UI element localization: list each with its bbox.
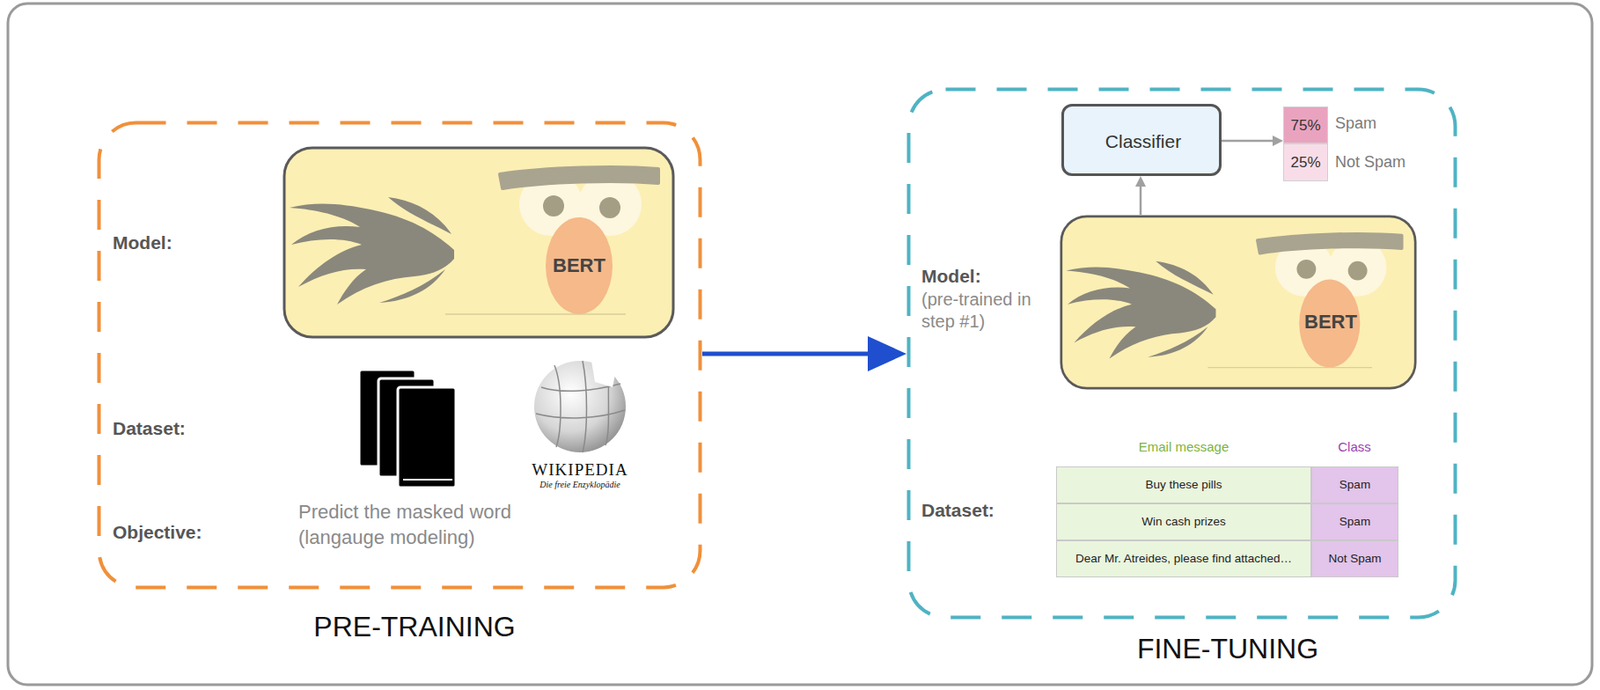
class-name: Not Spam bbox=[1335, 153, 1406, 172]
wikipedia-globe bbox=[534, 360, 626, 453]
box-label: Classifier bbox=[1064, 131, 1223, 153]
logo-tagline: Die freie Enzyklopädie bbox=[509, 479, 651, 490]
table-cell: Spam bbox=[1311, 466, 1399, 504]
objective-text: Predict the masked word (langauge modeli… bbox=[298, 499, 580, 551]
bert-character bbox=[1059, 214, 1417, 390]
table-header: Class bbox=[1311, 439, 1399, 455]
bert-model: BERT bbox=[282, 146, 676, 339]
model-name: BERT bbox=[526, 254, 632, 278]
connector-line bbox=[702, 352, 876, 357]
arrowhead bbox=[867, 336, 907, 372]
bert-model: BERT bbox=[1059, 214, 1417, 390]
connector-line bbox=[1139, 184, 1143, 215]
stage-title: PRE-TRAINING bbox=[238, 610, 591, 644]
arrowhead bbox=[1272, 135, 1284, 147]
row-label: Dataset: bbox=[921, 499, 995, 522]
connector-arrow bbox=[1221, 135, 1284, 147]
row-label: Objective: bbox=[112, 521, 203, 544]
probability-cell: 75% bbox=[1283, 106, 1329, 144]
probability-cell: 25% bbox=[1283, 143, 1329, 182]
table-cell: Win cash prizes bbox=[1056, 503, 1312, 541]
pretraining-region: Model: Dataset: Objective: Predict the mask… bbox=[96, 120, 703, 590]
outer-frame bbox=[7, 3, 1593, 685]
class-name: Spam bbox=[1335, 114, 1377, 133]
classifier-box: Classifier bbox=[1061, 103, 1222, 177]
table-cell: Not Spam bbox=[1311, 540, 1399, 578]
note-text: (pre-trained in step #1) bbox=[921, 288, 1035, 333]
connector-arrow bbox=[1135, 176, 1146, 215]
row-label: Dataset: bbox=[112, 418, 186, 440]
connector-line bbox=[1221, 139, 1275, 143]
logo-wordmark: WIKIPEDIA bbox=[509, 460, 651, 480]
table-cell: Dear Mr. Atreides, please find attached… bbox=[1056, 540, 1312, 578]
row-label: Model: bbox=[921, 265, 982, 287]
arrowhead bbox=[1135, 176, 1146, 187]
model-name: BERT bbox=[1277, 310, 1384, 334]
table-header: Email message bbox=[1095, 439, 1272, 455]
connector-arrow bbox=[702, 336, 907, 372]
stage-title: FINE-TUNING bbox=[1051, 632, 1404, 666]
table-cell: Buy these pills bbox=[1056, 466, 1312, 504]
row-label: Model: bbox=[112, 232, 173, 254]
percent-value: 25% bbox=[1284, 154, 1328, 172]
table-cell: Spam bbox=[1311, 503, 1399, 541]
books-icon bbox=[359, 369, 456, 488]
bert-character bbox=[282, 146, 676, 339]
percent-value: 75% bbox=[1284, 117, 1328, 135]
